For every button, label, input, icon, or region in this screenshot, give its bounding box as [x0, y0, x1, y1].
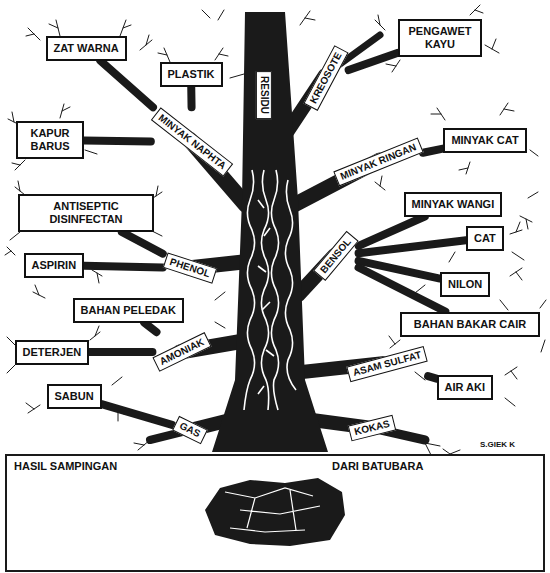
product-name: PENGAWET KAYU [406, 25, 474, 51]
product-name: ANTISEPTIC DISINFECTAN [26, 200, 146, 226]
product-box: AIR AKI [437, 375, 494, 400]
product-name: BAHAN BAKAR CAIR [408, 318, 532, 331]
product-name: DETERJEN [23, 346, 82, 359]
branch-line [89, 348, 152, 356]
branch-line [84, 266, 163, 268]
branch-line [84, 136, 151, 145]
branch-connector [428, 376, 436, 378]
product-box: DETERJEN [15, 340, 90, 365]
product-name: BAHAN PELEDAK [81, 304, 176, 317]
branch-name: BENSOL [318, 236, 354, 276]
product-box: NILON [440, 272, 490, 297]
branch-connector [191, 87, 192, 108]
product-box: MINYAK WANGI [404, 192, 503, 217]
product-name: CAT [474, 232, 496, 245]
branch-line [349, 53, 398, 70]
branch-line [122, 232, 163, 254]
branch-line [100, 61, 153, 108]
branch-connector [144, 323, 156, 333]
branch-connector [359, 268, 446, 312]
branch-name: MINYAK RINGAN [338, 141, 417, 182]
product-name: AIR AKI [445, 381, 486, 394]
product-name: ASPIRIN [32, 259, 77, 272]
branch-label: GAS [172, 416, 207, 444]
branch-label: RESIDU [256, 71, 272, 119]
branch-label: BENSOL [313, 231, 358, 281]
product-box: ANTISEPTIC DISINFECTAN [18, 194, 154, 232]
product-box: PLASTIK [160, 62, 223, 87]
branch-label: MINYAK RINGAN [333, 138, 423, 187]
branch-label: KREOSOTE [303, 45, 348, 111]
product-box: BAHAN BAKAR CAIR [400, 312, 540, 337]
branch-line [187, 87, 195, 108]
branch-name: GAS [177, 420, 202, 440]
branch-line [359, 240, 466, 253]
branch-line [144, 323, 156, 333]
product-box: KAPUR BARUS [16, 121, 84, 159]
branch-label: KOKAS [348, 415, 397, 442]
coal-lump [205, 478, 345, 546]
branch-connector [359, 240, 466, 253]
twigs [5, 5, 546, 459]
tree-trunk [212, 12, 328, 452]
artist-signature: S.GIEK K [478, 440, 517, 449]
branch-connector [423, 149, 443, 153]
branch-connector [102, 404, 172, 425]
branch-connector [100, 61, 153, 108]
product-name: MINYAK CAT [451, 134, 519, 147]
caption-text: HASIL SAMPINGAN [12, 460, 119, 472]
branch-connector [359, 217, 425, 246]
product-name: ZAT WARNA [54, 42, 119, 55]
branch-line [102, 404, 172, 425]
branch-connector [84, 266, 163, 268]
branch-label: MINYAK NAPHTA [151, 107, 234, 176]
branch-line [359, 217, 425, 246]
product-box: SABUN [47, 384, 102, 409]
branch-connector [349, 53, 398, 70]
branch-connector [122, 232, 163, 254]
branch-connector [89, 352, 152, 353]
branch-name: PHENOL [168, 256, 211, 280]
branch-label: AMONIAK [152, 332, 211, 372]
coal-facets [225, 488, 320, 532]
branch-line [423, 149, 443, 153]
branch-label: ASAM SULFAT [346, 346, 428, 382]
product-box: PENGAWET KAYU [398, 19, 482, 57]
branch-label: PHENOL [163, 252, 217, 283]
branch-name: MINYAK NAPHTA [156, 112, 228, 172]
branch-connector [84, 140, 151, 142]
caption-text: DARI BATUBARA [330, 460, 425, 472]
branch-line [359, 268, 446, 312]
product-box: BAHAN PELEDAK [73, 298, 184, 323]
branch-name: AMONIAK [158, 336, 206, 368]
product-box: ZAT WARNA [46, 36, 127, 61]
product-name: KAPUR BARUS [24, 127, 76, 153]
bark-texture [244, 170, 296, 410]
product-box: MINYAK CAT [443, 128, 527, 153]
product-name: MINYAK WANGI [412, 198, 495, 211]
product-box: CAT [466, 226, 504, 251]
product-name: SABUN [55, 390, 94, 403]
caption-panel [6, 455, 544, 571]
branch-name: ASAM SULFAT [352, 349, 423, 379]
product-name: PLASTIK [168, 68, 215, 81]
product-box: ASPIRIN [24, 253, 85, 278]
product-name: NILON [448, 278, 482, 291]
branch-name: RESIDU [258, 76, 270, 114]
branch-name: KOKAS [353, 418, 391, 438]
branch-name: KREOSOTE [308, 50, 345, 105]
branch-line [428, 376, 436, 378]
